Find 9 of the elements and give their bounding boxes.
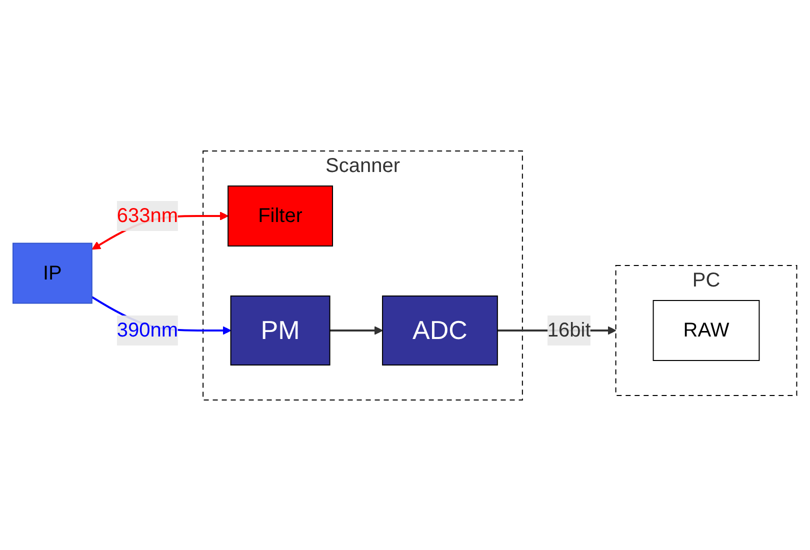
node-box: IP <box>12 242 93 304</box>
node-box: RAW <box>652 300 760 360</box>
arrow <box>330 326 384 334</box>
edge-label: 390nm <box>117 319 178 341</box>
node-box: ADC <box>382 295 498 365</box>
edge-label: 16bit <box>548 319 591 341</box>
node-box: PM <box>230 295 330 365</box>
node-box: Filter <box>228 185 334 246</box>
edge-label: 633nm <box>117 204 178 226</box>
